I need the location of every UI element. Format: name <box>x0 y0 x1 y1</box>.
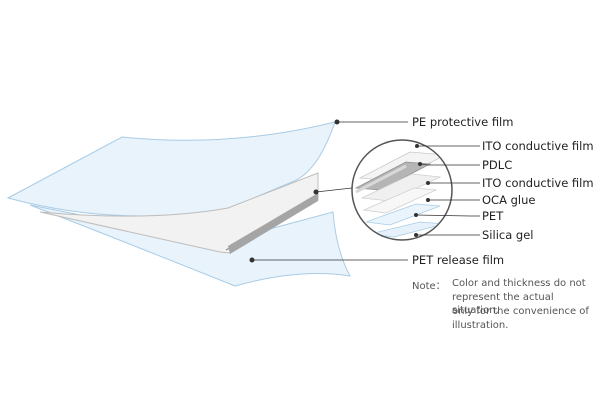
mag-layer-oca <box>362 187 438 214</box>
leader-core-to-circle <box>315 187 353 193</box>
mag-layer-ito-bottom <box>360 173 442 202</box>
label-silica-gel: Silica gel <box>482 228 534 242</box>
dot-ito-top <box>415 144 419 148</box>
label-pe-protective-film: PE protective film <box>412 115 514 129</box>
dot-silica <box>414 233 418 237</box>
dot-ito-bottom <box>426 181 430 185</box>
dot-pet <box>414 213 418 217</box>
leader-pdlc <box>419 163 480 166</box>
magnified-layers <box>354 151 447 238</box>
label-ito-conductive-film-bottom: ITO conductive film <box>482 176 594 190</box>
dot-core <box>313 189 319 195</box>
leader-lines <box>252 121 480 261</box>
note-line-3: only for the convenience of <box>452 306 589 317</box>
note-line-4: illustration. <box>452 320 509 331</box>
mag-layer-pet <box>365 203 441 226</box>
dot-pet-release <box>249 257 255 263</box>
note-line-1: Color and thickness do not <box>452 278 586 289</box>
leader-dots <box>249 119 430 263</box>
label-pet: PET <box>482 209 504 223</box>
leader-pet <box>415 214 480 217</box>
pe-protective-film-shape <box>6 121 336 217</box>
label-pet-release-film: PET release film <box>412 253 505 267</box>
dot-oca <box>426 198 430 202</box>
label-ito-conductive-film-top: ITO conductive film <box>482 139 594 153</box>
label-pdlc: PDLC <box>482 158 513 172</box>
dot-pdlc <box>418 162 422 166</box>
dot-pe <box>334 119 340 125</box>
label-oca-glue: OCA glue <box>482 193 536 207</box>
mag-layer-pdlc-edge <box>355 164 407 194</box>
note-title: Note： <box>412 281 446 292</box>
core-side-face <box>228 193 318 254</box>
note-line-2: represent the actual situation, <box>452 292 554 316</box>
